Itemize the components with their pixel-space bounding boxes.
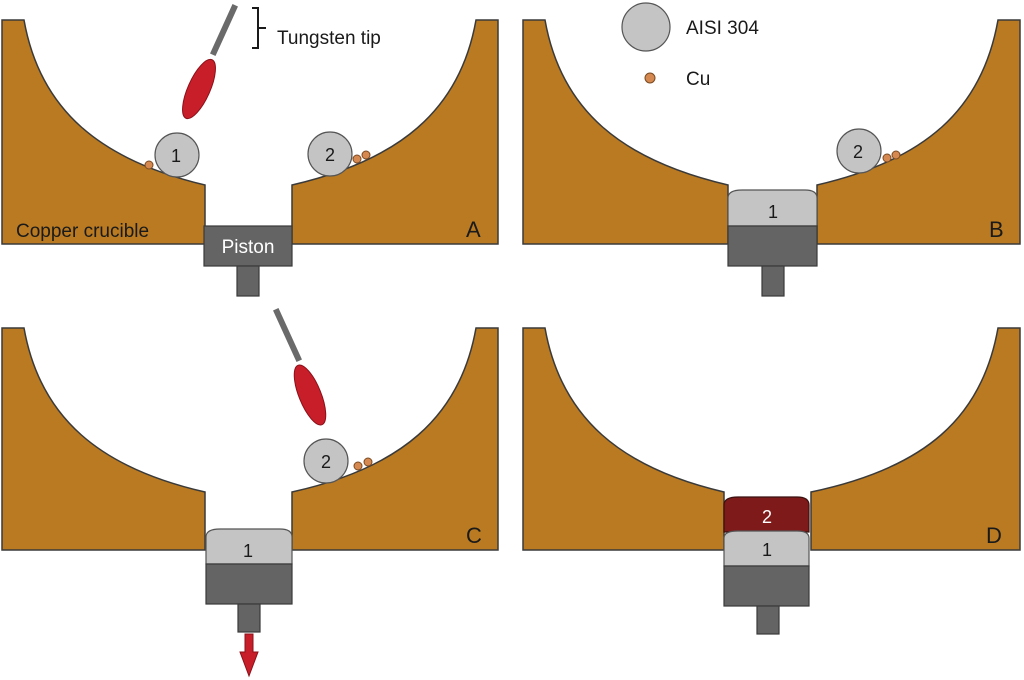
ball-number-1: 1 (171, 146, 181, 166)
tungsten-tip-bracket (252, 7, 266, 49)
steel-ball-2-b (836, 128, 882, 174)
legend-aisi-304-label: AISI 304 (686, 18, 759, 39)
steel-ball-2-c (303, 438, 349, 484)
panel-letter-a: A (466, 217, 481, 242)
tungsten-tip-a (210, 4, 238, 56)
piston-stem-b (761, 265, 785, 297)
ingot-1-c (205, 528, 293, 565)
piston-head-d (723, 565, 810, 607)
cu-particle (361, 150, 371, 160)
ingot-number-2: 2 (762, 507, 772, 527)
piston-stem-d (756, 605, 780, 635)
panel-a: Piston Copper crucible A 1 2 Tungsten ti… (1, 4, 499, 297)
crucible-left-c (1, 327, 206, 551)
crucible-left-b (522, 19, 729, 245)
steel-ball-1-a (154, 132, 200, 178)
ingot-number-1: 1 (762, 540, 772, 560)
legend-aisi-304-swatch (621, 2, 671, 52)
cu-particle (353, 461, 363, 471)
copper-crucible-label: Copper crucible (16, 221, 149, 242)
panel-letter-c: C (466, 523, 482, 548)
cu-particle (352, 154, 362, 164)
piston-head-c (205, 563, 293, 605)
ingot-number-1: 1 (768, 202, 778, 222)
ball-number-2: 2 (325, 145, 335, 165)
cu-particle (363, 457, 373, 467)
arc-plasma-c (293, 364, 327, 426)
piston-head-b (727, 225, 818, 267)
ingot-1-b (727, 189, 818, 227)
crucible-right-a (291, 19, 499, 245)
cu-particle (882, 153, 892, 163)
cu-particle (144, 160, 154, 170)
panel-letter-d: D (986, 523, 1002, 548)
panel-letter-b: B (989, 217, 1004, 242)
arc-plasma-a (182, 58, 216, 120)
tungsten-tip-c (273, 308, 302, 362)
ball-number-2: 2 (853, 142, 863, 162)
crucible-right-c (291, 327, 499, 551)
piston-stem-a (236, 265, 260, 297)
ingot-number-1: 1 (243, 541, 253, 561)
panel-b: 1 2 B AISI 304 Cu (522, 2, 1021, 297)
legend-cu-label: Cu (686, 69, 710, 90)
panel-c: 1 2 C (1, 308, 499, 678)
piston-stem-c (237, 603, 261, 633)
ingot-2-d (723, 496, 810, 533)
steel-ball-2-a (307, 131, 353, 177)
ball-number-2: 2 (321, 452, 331, 472)
cu-particle (891, 150, 901, 160)
ingot-1-d (723, 530, 810, 567)
crucible-left-a (1, 19, 206, 245)
legend-cu-swatch (644, 72, 656, 84)
crucible-right-d (810, 327, 1021, 551)
piston-label: Piston (222, 237, 275, 258)
downward-arrow (239, 633, 259, 678)
piston-head-a (203, 225, 293, 267)
panel-d: 2 1 D (522, 327, 1021, 635)
tungsten-tip-label: Tungsten tip (277, 28, 381, 49)
crucible-left-d (522, 327, 725, 551)
